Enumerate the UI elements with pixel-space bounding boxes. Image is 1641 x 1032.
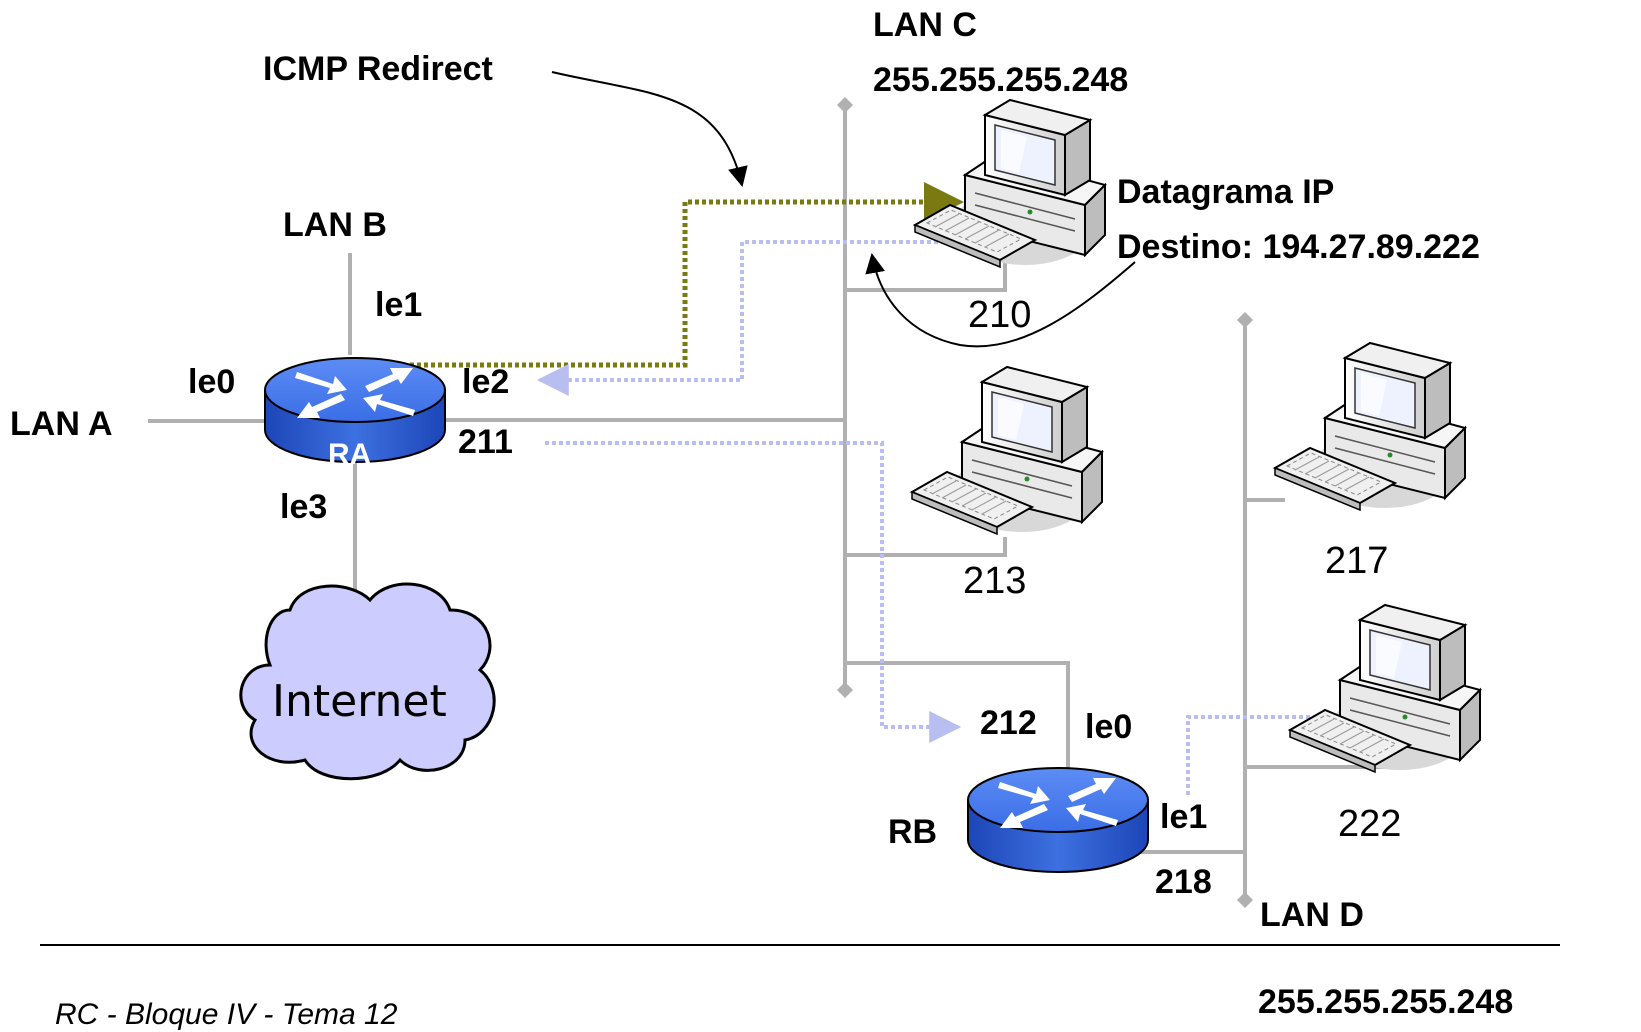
host-213-icon (911, 366, 1103, 535)
rb-address-le0: 212 (980, 704, 1037, 742)
datagram-path-to-rb (545, 441, 962, 743)
datagram-destination: Destino: 194.27.89.222 (1117, 228, 1480, 266)
ra-le0-label: le0 (188, 363, 236, 401)
lan-d-label: LAN D (1260, 896, 1364, 934)
host-210-label: 210 (968, 294, 1032, 336)
router-rb-icon (967, 767, 1149, 873)
lan-c-mask: 255.255.255.248 (873, 61, 1129, 99)
rb-name-label: RB (888, 813, 938, 851)
rb-address-le1: 218 (1155, 863, 1212, 901)
redirect-path (410, 182, 964, 368)
internet-cloud-icon (239, 582, 496, 781)
ra-address-label: 211 (458, 423, 513, 461)
icmp-redirect-label: ICMP Redirect (263, 50, 493, 88)
lan-b-label: LAN B (283, 206, 387, 244)
lan-c-label: LAN C (873, 6, 977, 44)
datagram-callout (865, 253, 1136, 348)
ra-name-label: RA (328, 438, 372, 471)
footer-text: RC - Bloque IV - Tema 12 (55, 998, 398, 1031)
ra-le2-label: le2 (462, 363, 510, 401)
lan-a-label: LAN A (10, 405, 113, 443)
lan-d-mask: 255.255.255.248 (1258, 983, 1514, 1021)
datagram-label: Datagrama IP (1117, 173, 1335, 211)
datagram-path-to-222 (1186, 715, 1335, 795)
host-210-icon (914, 99, 1106, 268)
bus-end-markers (837, 97, 1253, 908)
icmp-redirect-callout (551, 71, 748, 187)
host-217-label: 217 (1325, 540, 1389, 582)
ra-le1-label: le1 (375, 286, 423, 324)
host-222-label: 222 (1338, 803, 1402, 845)
datagram-path-to-ra (536, 240, 945, 396)
host-222-icon (1289, 604, 1481, 773)
rb-le0-label: le0 (1085, 708, 1133, 746)
host-213-label: 213 (963, 560, 1027, 602)
rb-le1-label: le1 (1160, 798, 1208, 836)
host-217-icon (1274, 342, 1466, 511)
links (148, 107, 1402, 898)
internet-label: Internet (272, 676, 447, 727)
ra-le3-label: le3 (280, 488, 328, 526)
